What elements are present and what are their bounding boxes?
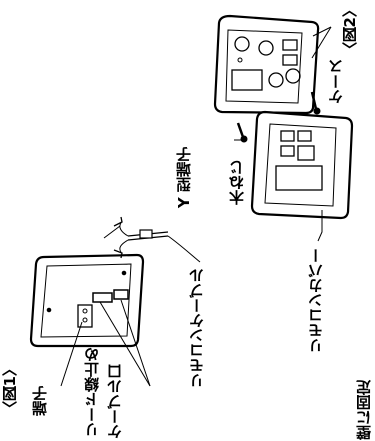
remote-cover-label: リモコンカバー <box>307 248 325 353</box>
fig2-label: 〈図2〉 <box>341 2 359 58</box>
fig1-label: 〈図1〉 <box>1 361 19 417</box>
y-terminal-label: Y 型端子 <box>175 147 193 209</box>
wall-fix-label: 壁に固定 <box>355 380 373 440</box>
fig2-remote-cover <box>250 110 354 242</box>
cable-port-label: ケーブル口 <box>106 364 124 439</box>
lead-stop-label: リード線止め <box>83 347 101 437</box>
fig1-remote-back <box>29 253 151 387</box>
wood-screw-icon <box>234 91 321 143</box>
fig1-cable-y-terminal <box>103 216 201 263</box>
case-label: ケース <box>327 59 345 104</box>
fig2-case <box>213 14 332 115</box>
remote-cable-label: リモコンケーブル <box>188 268 206 388</box>
wood-screw-label: 木ねじ <box>228 160 246 205</box>
terminal-label: 端子 <box>31 386 49 416</box>
